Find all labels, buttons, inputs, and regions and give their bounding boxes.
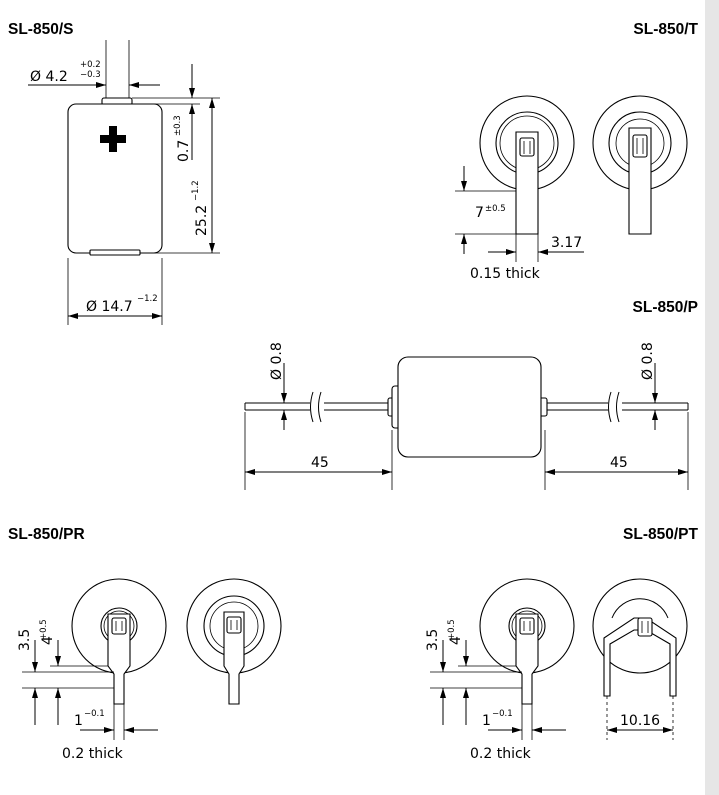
dim-pt-pin-thickness: 0.2 thick (470, 746, 532, 762)
dim-terminal-tol-plus: +0.2 (80, 60, 101, 70)
dim-tab-width: 3.17 (551, 235, 582, 251)
break-mark-icon (608, 391, 622, 423)
break-mark-icon (310, 391, 324, 423)
dim-pt-pin-width-tol: −0.1 (492, 709, 513, 719)
dim-wire-length-right: 45 (610, 455, 628, 471)
drawing-sl-850-p: Ø 0.8 Ø 0.8 45 45 (244, 342, 689, 490)
dim-pt-pin-offset-a: 3.5 (425, 629, 441, 651)
dim-cell-height-tol: −1.2 (191, 180, 201, 201)
dim-terminal-height-tol: ±0.3 (173, 115, 183, 136)
p-cell-body (397, 356, 542, 458)
dim-wire-diameter-right: Ø 0.8 (640, 342, 656, 380)
dim-pt-pin-offset-b-tol: +0.5 (447, 619, 457, 640)
dim-pt-pin-width: 1 (482, 713, 491, 729)
title-sl-850-pr: SL-850/PR (8, 526, 85, 543)
dim-pin-offset-b-tol: +0.5 (39, 619, 49, 640)
title-sl-850-t: SL-850/T (633, 21, 698, 38)
dim-tab-length-tol: ±0.5 (485, 204, 506, 214)
dim-pin-width: 1 (74, 713, 83, 729)
title-sl-850-p: SL-850/P (633, 299, 698, 316)
drawing-sl-850-t: 7 ±0.5 3.17 0.15 thick (455, 95, 688, 282)
dim-pin-offset-b: 4 (40, 636, 56, 645)
dim-wire-diameter-left: Ø 0.8 (269, 342, 285, 380)
dim-pin-width-tol: −0.1 (84, 709, 105, 719)
dim-tab-thickness: 0.15 thick (470, 266, 541, 282)
plus-icon (100, 126, 126, 152)
page-edge-strip (705, 0, 719, 795)
drawing-sl-850-pt: 3.5 4 +0.5 1 −0.1 0.2 thick 10.16 (425, 578, 688, 762)
dim-terminal-height: 0.7 (176, 140, 192, 162)
title-sl-850-pt: SL-850/PT (623, 526, 698, 543)
dim-tab-length: 7 (475, 205, 484, 221)
drawing-sl-850-s: Ø 4.2 +0.2 −0.3 0.7 ±0.3 25.2 −1.2 Ø 1 (28, 40, 220, 325)
dim-terminal-diameter: Ø 4.2 (30, 69, 68, 85)
dim-terminal-tol-minus: −0.3 (80, 70, 101, 80)
dim-pin-spacing: 10.16 (620, 713, 660, 729)
dim-pt-pin-offset-b: 4 (448, 636, 464, 645)
dim-cell-diameter: Ø 14.7 (86, 299, 133, 315)
dim-wire-length-left: 45 (311, 455, 329, 471)
dim-pin-offset-a: 3.5 (17, 629, 33, 651)
title-sl-850-s: SL-850/S (8, 21, 73, 38)
dim-cell-height: 25.2 (194, 205, 210, 236)
drawing-sl-850-pr: 3.5 4 +0.5 1 −0.1 0.2 thick (17, 578, 282, 762)
dim-cell-diameter-tol: −1.2 (137, 294, 158, 304)
dim-pin-thickness: 0.2 thick (62, 746, 124, 762)
